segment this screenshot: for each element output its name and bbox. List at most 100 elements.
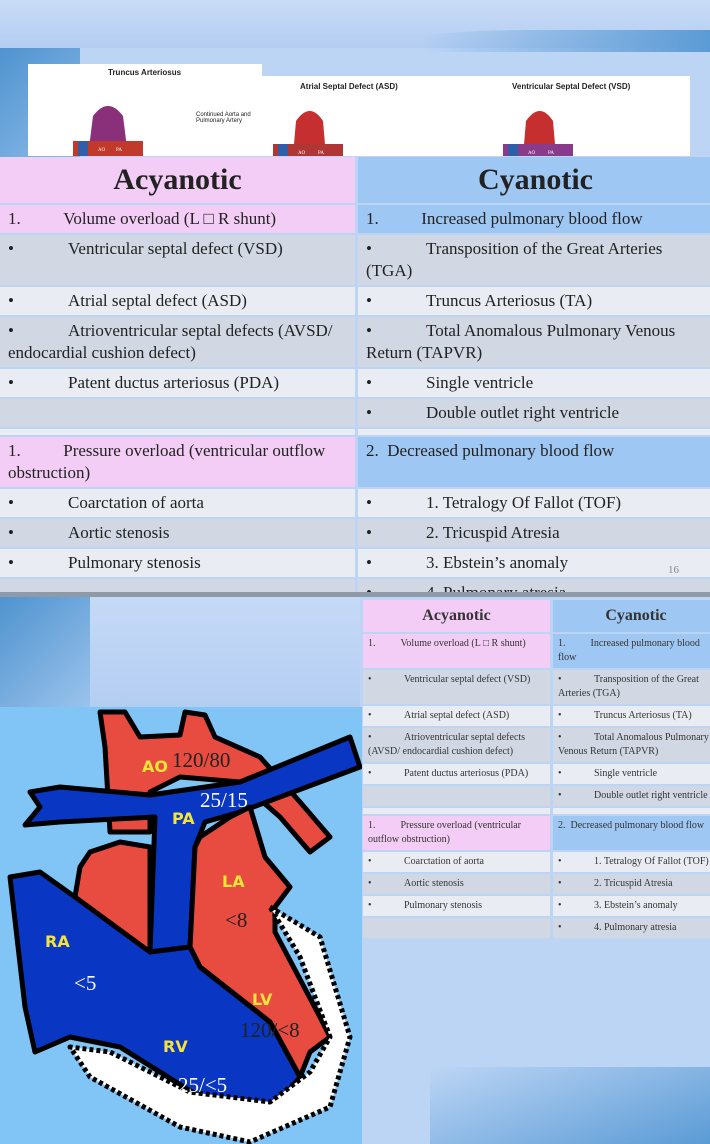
table-cell-left: 1. Volume overload (L □ R shunt) <box>363 634 550 668</box>
cell-text: Double outlet right ventricle <box>594 790 708 801</box>
table-row <box>363 808 710 814</box>
table-cell-right: •1. Tetralogy Of Fallot (TOF) <box>358 489 710 517</box>
cell-text: 1. Pressure overload (ventricular outflo… <box>8 441 326 482</box>
header-acyanotic: Acyanotic <box>363 600 550 632</box>
cell-text: 4. Pulmonary atresia <box>426 583 566 592</box>
bullet: • <box>368 674 372 685</box>
heart-defects-image-strip: Truncus Arteriosus Atrial Septal Defect … <box>28 68 690 156</box>
table-cell-left: •Pulmonary stenosis <box>363 896 550 916</box>
label-ra: RA <box>45 932 70 951</box>
cell-text: 1. Tetralogy Of Fallot (TOF) <box>594 856 709 867</box>
cell-text: Patent ductus arteriosus (PDA) <box>404 768 529 779</box>
table-cell-right: •Double outlet right ventricle <box>358 399 710 427</box>
bullet: • <box>366 582 426 592</box>
cell-text: Truncus Arteriosus (TA) <box>594 710 692 721</box>
svg-text:PA: PA <box>116 148 122 153</box>
table-row: 1. Pressure overload (ventricular outflo… <box>363 816 710 850</box>
table-cell-right: 1. Increased pulmonary blood flow <box>358 205 710 233</box>
bullet: • <box>368 710 372 721</box>
cell-text: 3. Ebstein’s anomaly <box>426 553 569 572</box>
caption-truncus: Truncus Arteriosus <box>108 68 182 77</box>
bullet: • <box>366 321 372 340</box>
cell-text: Atrioventricular septal defects (AVSD/ e… <box>8 321 333 362</box>
myocardium-hatched <box>67 904 353 1144</box>
table-row: •Atrioventricular septal defects (AVSD/ … <box>363 728 710 762</box>
table-cell-left <box>0 579 355 592</box>
svg-text:PA: PA <box>318 151 324 156</box>
slide-16: Truncus Arteriosus Atrial Septal Defect … <box>0 0 710 592</box>
table-cell-left: •Coarctation of aorta <box>363 852 550 872</box>
bullet: • <box>8 553 14 572</box>
table-cell-left: 1. Pressure overload (ventricular outflo… <box>363 816 550 850</box>
table-row: 1. Volume overload (L □ R shunt)1. Incre… <box>0 205 710 233</box>
table-cell-right: •Total Anomalous Pulmonary Venous Return… <box>358 317 710 367</box>
cell-text: Coarctation of aorta <box>68 493 204 512</box>
bullet: • <box>558 768 562 779</box>
header-acyanotic: Acyanotic <box>0 157 355 203</box>
truncus-heart-image: AO PA <box>73 106 143 156</box>
bullet: • <box>366 373 372 392</box>
bullet: • <box>8 239 14 258</box>
pressure-rv: 25/<5 <box>178 1073 227 1097</box>
table-cell-right: •Truncus Arteriosus (TA) <box>358 287 710 315</box>
cell-text: Truncus Arteriosus (TA) <box>426 291 593 310</box>
table-row: • Aortic stenosis •2. Tricuspid Atresia <box>0 519 710 547</box>
table-cell-left: •Coarctation of aorta <box>0 489 355 517</box>
table-cell-left <box>0 399 355 427</box>
cell-text: Transposition of the Great Arteries (TGA… <box>558 674 699 699</box>
cell-text: 2. Tricuspid Atresia <box>594 878 673 889</box>
table-cell-right: •4. Pulmonary atresia <box>553 918 710 938</box>
table-cell-right: •Double outlet right ventricle <box>553 786 710 806</box>
table-row: 1. Volume overload (L □ R shunt) 1. Incre… <box>363 634 710 668</box>
table-cell-right: 2. Decreased pulmonary blood flow <box>553 816 710 850</box>
decorative-wave <box>420 30 710 52</box>
table-cell-right: • 1. Tetralogy Of Fallot (TOF) <box>553 852 710 872</box>
cell-text: Ventricular septal defect (VSD) <box>404 674 531 685</box>
table-cell-right: •4. Pulmonary atresia <box>358 579 710 592</box>
cell-text: Aortic stenosis <box>68 523 170 542</box>
table-cell-left <box>0 429 355 435</box>
table-cell-right: 1. Increased pulmonary blood flow <box>553 634 710 668</box>
bullet: • <box>558 900 562 911</box>
caption-vsd: Ventricular Septal Defect (VSD) <box>512 82 631 91</box>
slide-17: AO PA LA LV RA RV 120/80 25/15 <8 120/<8… <box>0 597 710 1144</box>
pressure-la: <8 <box>225 908 247 932</box>
bullet: • <box>368 878 372 889</box>
table-cell-left <box>363 918 550 938</box>
decorative-corner <box>0 597 90 707</box>
bullet: • <box>368 768 372 779</box>
table-cell-right: • Truncus Arteriosus (TA) <box>553 706 710 726</box>
table-row: • Patent ductus arteriosus (PDA) •Single v… <box>363 764 710 784</box>
bullet: • <box>368 732 372 743</box>
table-row <box>0 429 710 435</box>
table-row: •Atrioventricular septal defects (AVSD/ … <box>0 317 710 367</box>
svg-text:AO: AO <box>98 148 106 153</box>
table-cell-left: 1. Pressure overload (ventricular outflo… <box>0 437 355 487</box>
bullet: • <box>558 878 562 889</box>
bullet: • <box>8 373 14 392</box>
cell-text: Transposition of the Great Arteries (TGA… <box>366 239 663 280</box>
table-cell-right: •Single ventricle <box>553 764 710 784</box>
pressure-lv: 120/<8 <box>240 1018 300 1042</box>
table-cell-left: •Atrioventricular septal defects (AVSD/ … <box>363 728 550 762</box>
cell-text: Single ventricle <box>426 373 534 392</box>
table-cell-right: •2. Tricuspid Atresia <box>358 519 710 547</box>
table-row: •Pulmonary stenosis•3. Ebstein’s anomaly <box>0 549 710 577</box>
cell-text: Atrial septal defect (ASD) <box>68 291 247 310</box>
bullet: • <box>558 856 562 867</box>
table-row: •4. Pulmonary atresia <box>0 579 710 592</box>
bullet: • <box>8 321 14 340</box>
cell-text: 1. Increased pulmonary blood flow <box>558 638 700 663</box>
cell-text: 1. Increased pulmonary blood flow <box>366 209 643 228</box>
cell-text: 4. Pulmonary atresia <box>594 922 677 933</box>
bullet: • <box>366 523 372 542</box>
bullet: • <box>558 710 562 721</box>
table-cell-right: 2. Decreased pulmonary blood flow <box>358 437 710 487</box>
cell-text: Total Anomalous Pulmonary Venous Return … <box>558 732 709 757</box>
table-cell-left: •Aortic stenosis <box>363 874 550 894</box>
cell-text: 1. Volume overload (L □ R shunt) <box>368 638 526 649</box>
